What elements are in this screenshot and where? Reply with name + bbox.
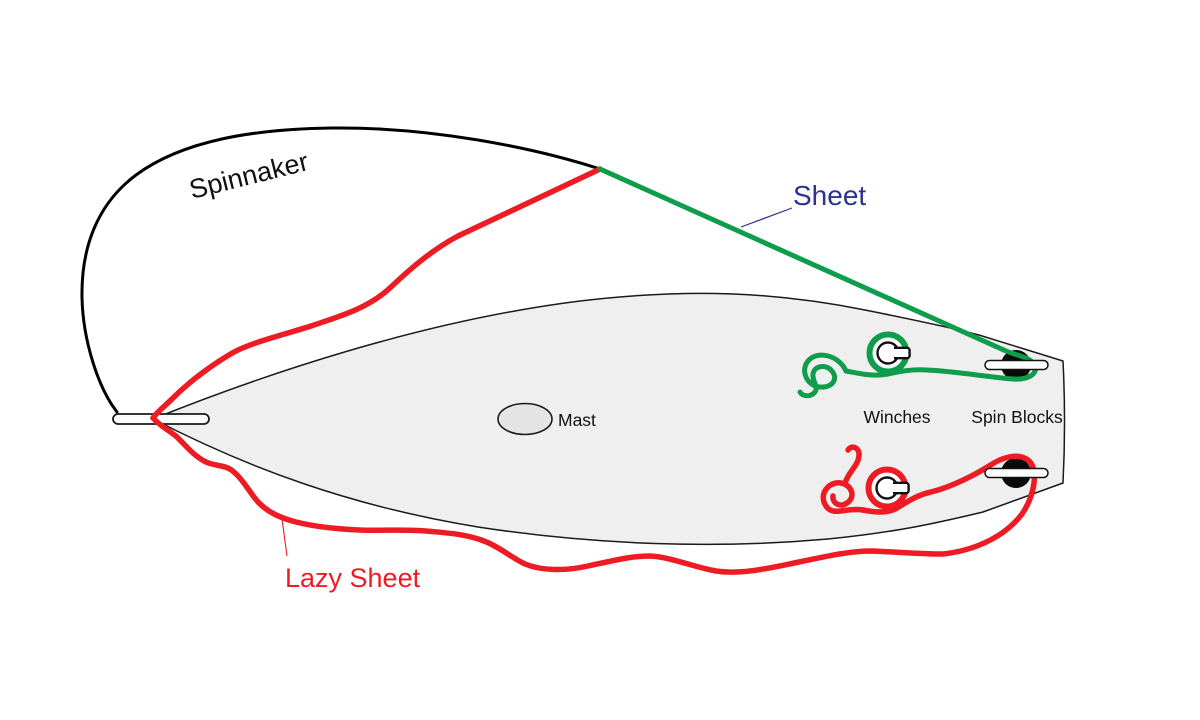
red-rope-end (842, 444, 862, 486)
top-spin-block-bar (984, 359, 1049, 371)
spinnaker-curve (80, 126, 602, 414)
sheet-label: Sheet (793, 180, 866, 211)
mast-ellipse (497, 402, 553, 436)
lazy-sheet-label: Lazy Sheet (285, 563, 421, 593)
green-rope-coil (797, 352, 849, 399)
lazy-sheet-leader-line (281, 518, 288, 557)
red-winch-handle-socket (893, 481, 910, 495)
green-winch (866, 331, 911, 375)
red-winch (865, 466, 910, 510)
sheet-leader-line (740, 207, 793, 228)
spinnaker-label: Spinnaker (186, 146, 311, 205)
spin-blocks-label: Spin Blocks (971, 407, 1063, 427)
green-winch-handle-socket (894, 346, 911, 360)
lazy-sheet-line-lower (150, 415, 1038, 575)
bottom-spin-block-bar (984, 467, 1049, 479)
winches-label: Winches (863, 407, 930, 427)
red-rope-coil (820, 480, 866, 515)
mast-label: Mast (558, 410, 596, 430)
lazy-sheet-line-upper (150, 166, 603, 421)
